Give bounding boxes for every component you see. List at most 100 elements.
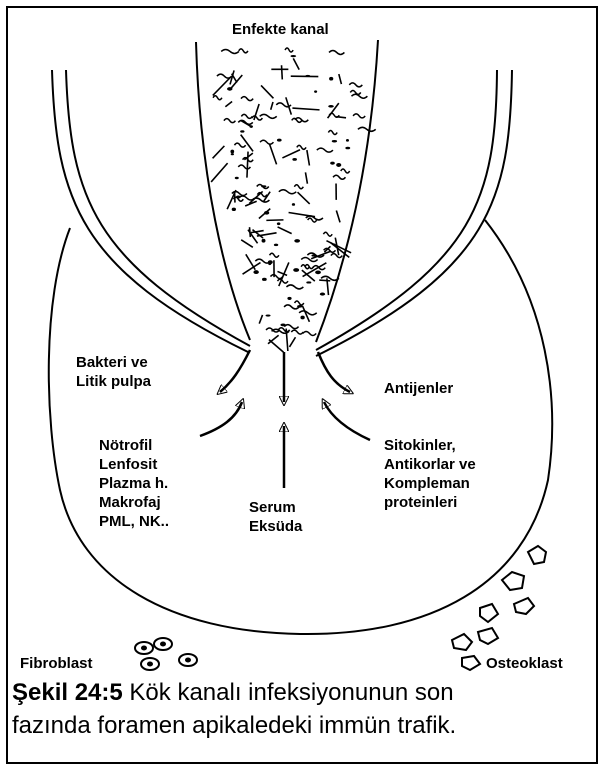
bacterium-mark (339, 74, 342, 84)
label-cell-neutrophil: Nötrofil (99, 436, 169, 455)
label-bacteria-line2: Litik pulpa (76, 372, 151, 391)
bacterium-mark (291, 330, 303, 334)
label-infected-canal: Enfekte kanal (232, 20, 329, 39)
canal-right-wall (316, 40, 378, 342)
caption-text-line2: fazında foramen apikaledeki immün trafik… (12, 709, 596, 742)
bacterium-mark (285, 48, 293, 52)
bacterium-mark (277, 139, 282, 142)
bacterium-mark (213, 77, 231, 95)
bacterium-mark (270, 253, 279, 257)
bacterium-mark (260, 114, 277, 118)
bacterium-mark (268, 260, 273, 264)
bacterium-mark (247, 152, 248, 178)
label-cytokines-line1: Sitokinler, (384, 436, 476, 455)
bacterium-mark (241, 135, 253, 152)
bacterium-mark (277, 222, 281, 225)
bacterium-mark (315, 270, 321, 274)
bacterium-mark (333, 175, 345, 179)
bacterium-mark (336, 210, 340, 222)
bacterium-mark (262, 278, 267, 281)
arrow-cells-in (200, 402, 242, 436)
bacterium-mark (293, 58, 299, 69)
root-right-inner (316, 70, 497, 350)
fibroblast-cells (135, 638, 197, 670)
bacterium-mark (238, 165, 250, 169)
bacterium-mark (305, 172, 307, 183)
bacterium-mark (271, 102, 273, 110)
bacterium-mark (293, 268, 299, 272)
lesion-outline (49, 220, 552, 634)
immune-traffic-diagram (0, 0, 604, 680)
bacterium-mark (294, 239, 300, 242)
bacterium-mark (287, 297, 291, 300)
bacterium-mark (278, 227, 292, 234)
arrow-cytokines-in (324, 402, 370, 440)
bacterium-mark (295, 301, 304, 305)
bacterium-mark (241, 240, 253, 248)
bacterium-mark (284, 305, 299, 309)
label-cell-pml-nk: PML, NK.. (99, 512, 169, 531)
figure-caption: Şekil 24:5 Kök kanalı infeksiyonunun son… (12, 676, 596, 742)
label-cytokines-line3: Kompleman (384, 474, 476, 493)
label-cell-macrophage: Makrofaj (99, 493, 169, 512)
bacterium-mark (328, 105, 334, 108)
bacterium-mark (235, 177, 239, 179)
bacterium-mark (282, 65, 283, 79)
bacterium-mark (213, 146, 225, 158)
bacterium-mark (284, 325, 298, 329)
root-left-inner (66, 70, 250, 346)
bacterium-mark (305, 75, 310, 77)
bacterium-mark (253, 270, 258, 274)
bacterium-mark (298, 192, 310, 204)
bacterium-mark (234, 143, 245, 147)
canal-bacteria-debris (211, 48, 376, 352)
label-cytokines-line4: proteinleri (384, 493, 476, 512)
label-serum-line2: Eksüda (249, 517, 302, 536)
bacterium-mark (328, 130, 337, 134)
bacterium-mark (213, 96, 222, 100)
label-fibroblast: Fibroblast (20, 654, 93, 673)
bacterium-mark (250, 227, 251, 237)
bacterium-mark (297, 145, 306, 149)
bacterium-mark (225, 102, 232, 107)
bacterium-mark (349, 83, 362, 87)
bacterium-mark (279, 190, 296, 194)
bacterium-mark (353, 114, 365, 118)
bacterium-mark (266, 314, 271, 316)
arrow-bacteria-out (220, 350, 250, 392)
bacterium-mark (341, 169, 350, 173)
label-osteoclast: Osteoklast (486, 654, 563, 673)
bacterium-mark (331, 254, 342, 258)
bacterium-mark (277, 279, 287, 283)
bacterium-mark (240, 130, 244, 132)
label-bacteria: Bakteri ve Litik pulpa (76, 353, 151, 391)
label-serum: Serum Eksüda (249, 498, 302, 536)
label-immune-cells: Nötrofil Lenfosit Plazma h. Makrofaj PML… (99, 436, 169, 531)
bacterium-mark (329, 77, 333, 81)
bacterium-mark (336, 163, 341, 167)
bacterium-mark (270, 275, 282, 279)
bacterium-mark (261, 85, 273, 98)
bacterium-mark (289, 337, 295, 347)
bacterium-mark (311, 254, 316, 256)
arrow-antigens-out (318, 352, 350, 392)
bacterium-mark (303, 331, 316, 335)
bacterium-mark (294, 185, 303, 189)
bacterium-mark (241, 114, 252, 118)
label-cell-plasma: Plazma h. (99, 474, 169, 493)
bacterium-mark (297, 305, 303, 308)
bacterium-mark (301, 258, 317, 262)
bacterium-mark (323, 232, 332, 236)
bacterium-mark (292, 203, 295, 206)
bacterium-mark (221, 49, 239, 53)
bacterium-mark (292, 158, 297, 161)
bacterium-mark (307, 150, 310, 165)
bacterium-mark (346, 139, 349, 142)
bacterium-mark (306, 281, 311, 283)
bacterium-mark (274, 244, 278, 247)
bacterium-mark (266, 220, 283, 221)
bacterium-mark (224, 119, 235, 123)
bacterium-mark (259, 315, 262, 324)
bacterium-mark (231, 153, 234, 155)
bacterium-mark (262, 239, 266, 243)
